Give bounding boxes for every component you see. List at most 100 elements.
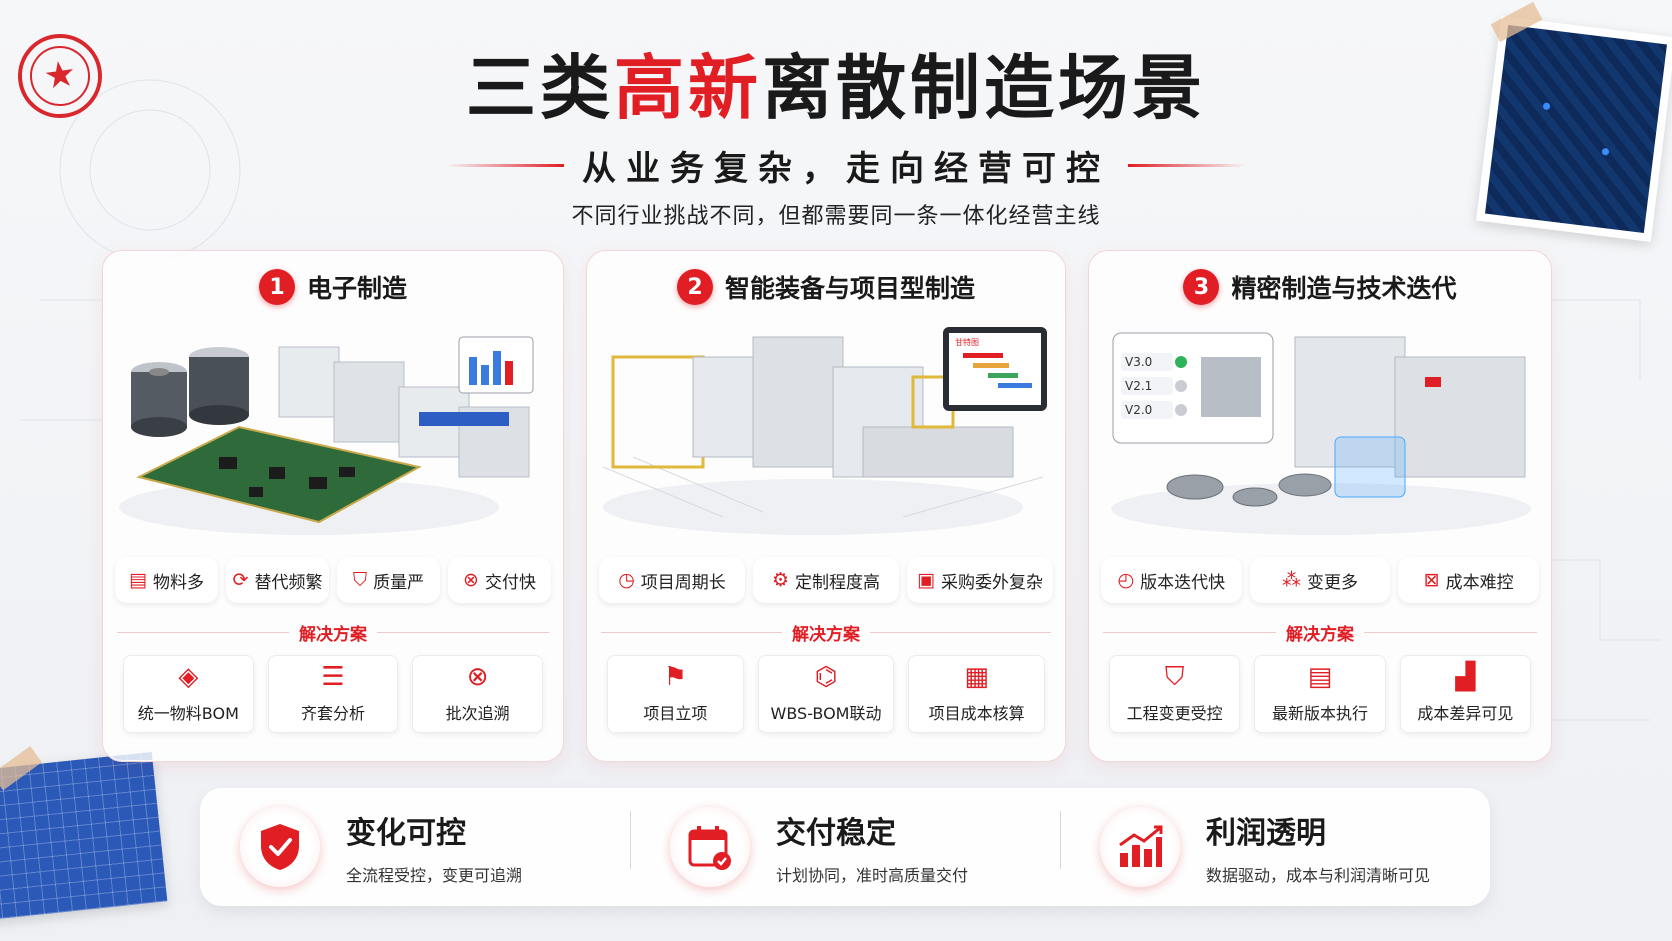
- bar-chart-up-icon: [1100, 807, 1180, 887]
- calculator-doc-icon: ▦: [964, 662, 989, 692]
- card-header: 1 电子制造: [103, 269, 563, 305]
- pain-label: 采购委外复杂: [940, 572, 1043, 593]
- magnifier-x-icon: ⊗: [466, 662, 489, 692]
- solutions: ⛉工程变更受控 ▤ 最新版本执行 ▟ 成本差异可见: [1109, 655, 1531, 733]
- card-header: 3 精密制造与技术迭代: [1089, 269, 1551, 305]
- benefit-desc: 计划协同，准时高质量交付: [776, 866, 969, 885]
- version-label: V2.1: [1125, 379, 1152, 393]
- purchase-icon: ▣: [917, 568, 935, 591]
- solution-tile[interactable]: ⊗ 批次追溯: [412, 655, 544, 733]
- bar-chart-up-icon: ▟: [1455, 662, 1476, 692]
- fast-delivery-icon: ⊗: [463, 568, 479, 591]
- solution-tile-label: 批次追溯: [445, 704, 510, 723]
- pain-chip: ⛉质量严: [337, 557, 440, 603]
- card-title: 电子制造: [306, 274, 407, 303]
- benefit-item: 利润透明 数据驱动，成本与利润清晰可见: [1060, 807, 1490, 887]
- tablet-label: 甘特图: [955, 337, 979, 347]
- solution-tile-label: WBS-BOM联动: [770, 704, 882, 723]
- solution-tile[interactable]: ⚑ 项目立项: [607, 655, 744, 733]
- precision-cnc-illustration: V3.0 V2.1 V2.0: [1111, 332, 1531, 535]
- card-number-badge: 3: [1183, 269, 1220, 305]
- clock-arrow-icon: ◴: [1117, 568, 1135, 591]
- card-header: 2 智能装备与项目型制造: [587, 269, 1065, 305]
- solution-tile-label: 项目成本核算: [928, 704, 1025, 723]
- solution-label: 解决方案: [792, 624, 860, 645]
- title-part-1: 三类: [466, 47, 614, 129]
- pain-chip: ▣采购委外复杂: [907, 557, 1053, 603]
- title-part-2: 离散制造场景: [762, 47, 1206, 129]
- version-label: V3.0: [1125, 355, 1152, 369]
- solution-label: 解决方案: [1286, 624, 1354, 645]
- solution-divider: 解决方案: [1103, 621, 1537, 645]
- pain-label: 物料多: [152, 572, 204, 593]
- benefit-title: 变化可控: [346, 816, 466, 851]
- benefit-title: 利润透明: [1206, 816, 1326, 851]
- pain-label: 替代频繁: [254, 572, 323, 593]
- subtitle-left-line: [446, 163, 564, 167]
- pain-label: 成本难控: [1445, 572, 1514, 593]
- solution-tile-label: 齐套分析: [301, 704, 366, 723]
- pain-chip: ⟳替代频繁: [226, 557, 329, 603]
- cost-x-icon: ⊠: [1423, 568, 1440, 591]
- card-equipment: 2 智能装备与项目型制造 甘特图 ◷项目周期长 ⚙定制程度高 ▣采购委外复杂 解…: [586, 250, 1066, 762]
- pain-chip: ⚙定制程度高: [753, 557, 899, 603]
- solution-label: 解决方案: [299, 624, 367, 645]
- card-number-badge: 1: [258, 269, 295, 305]
- solution-tile-label: 工程变更受控: [1126, 704, 1223, 723]
- title-highlight: 高新: [614, 47, 762, 129]
- solution-tile[interactable]: ▟ 成本差异可见: [1399, 655, 1531, 733]
- shield-check-icon: ⛉: [352, 568, 368, 591]
- benefit-item: 变化可控 全流程受控，变更可追溯: [200, 807, 630, 887]
- solution-tile[interactable]: ▦ 项目成本核算: [908, 655, 1046, 733]
- solution-tile[interactable]: ◈ 统一物料BOM: [123, 655, 254, 733]
- solution-tile[interactable]: ⌬ WBS-BOM联动: [757, 655, 895, 733]
- pain-chip: ▤物料多: [115, 557, 218, 603]
- card-number-badge: 2: [676, 269, 713, 305]
- pain-chip: ⊗交付快: [448, 557, 551, 603]
- equipment-assembly-line-illustration: 甘特图: [603, 327, 1047, 535]
- benefit-desc: 全流程受控，变更可追溯: [346, 866, 523, 885]
- benefits-bar: 变化可控 全流程受控，变更可追溯 交付稳定 计划协同，准时高质量交付: [200, 788, 1490, 906]
- pain-chip: ⁂变更多: [1249, 557, 1391, 603]
- checklist-icon: ☰: [321, 662, 345, 692]
- solution-tile[interactable]: ▤ 最新版本执行: [1254, 655, 1386, 733]
- pain-chip: ◷项目周期长: [599, 557, 745, 603]
- pcb-production-line-illustration: [119, 336, 534, 535]
- version-label: V2.0: [1125, 403, 1152, 417]
- card-title: 精密制造与技术迭代: [1231, 274, 1457, 303]
- box-icon: ◈: [178, 662, 199, 692]
- pain-points: ◴版本迭代快 ⁂变更多 ⊠成本难控: [1101, 557, 1540, 603]
- benefit-title: 交付稳定: [776, 816, 896, 851]
- solution-tile-label: 项目立项: [643, 704, 708, 723]
- pain-points: ◷项目周期长 ⚙定制程度高 ▣采购委外复杂: [599, 557, 1053, 603]
- solutions: ⚑ 项目立项 ⌬ WBS-BOM联动 ▦ 项目成本核算: [607, 655, 1046, 733]
- page-title: 三类高新离散制造场景: [0, 32, 1672, 133]
- solution-tile[interactable]: ☰ 齐套分析: [267, 655, 399, 733]
- doc-check-icon: ▤: [1307, 662, 1333, 692]
- solution-tile-label: 成本差异可见: [1417, 704, 1514, 723]
- pain-label: 变更多: [1307, 572, 1358, 593]
- clock-icon: ◷: [618, 568, 635, 591]
- pain-chip: ◴版本迭代快: [1101, 557, 1242, 603]
- solution-tile-label: 统一物料BOM: [137, 704, 239, 723]
- flag-icon: ⚑: [663, 662, 687, 692]
- solution-divider: 解决方案: [601, 621, 1051, 645]
- custom-gear-icon: ⚙: [771, 568, 790, 591]
- shield-check-icon: [240, 807, 320, 887]
- blueprint-photo: [0, 746, 168, 920]
- network-icon: ⌬: [814, 662, 838, 692]
- solution-tile-label: 最新版本执行: [1271, 704, 1368, 723]
- pain-label: 质量严: [373, 572, 425, 593]
- pain-points: ▤物料多 ⟳替代频繁 ⛉质量严 ⊗交付快: [115, 557, 551, 603]
- reel-icon: [131, 347, 249, 437]
- benefit-desc: 数据驱动，成本与利润清晰可见: [1206, 866, 1431, 885]
- subtitle-right-line: [1128, 163, 1246, 167]
- pain-label: 版本迭代快: [1140, 572, 1226, 593]
- card-electronics: 1 电子制造: [102, 250, 564, 762]
- subtitle-row: 从业务复杂，走向经营可控: [380, 140, 1312, 190]
- pain-label: 项目周期长: [640, 572, 726, 593]
- calendar-check-icon: [670, 807, 750, 887]
- solution-tile[interactable]: ⛉工程变更受控: [1109, 655, 1241, 733]
- benefit-item: 交付稳定 计划协同，准时高质量交付: [630, 807, 1060, 887]
- pain-label: 交付快: [484, 572, 536, 593]
